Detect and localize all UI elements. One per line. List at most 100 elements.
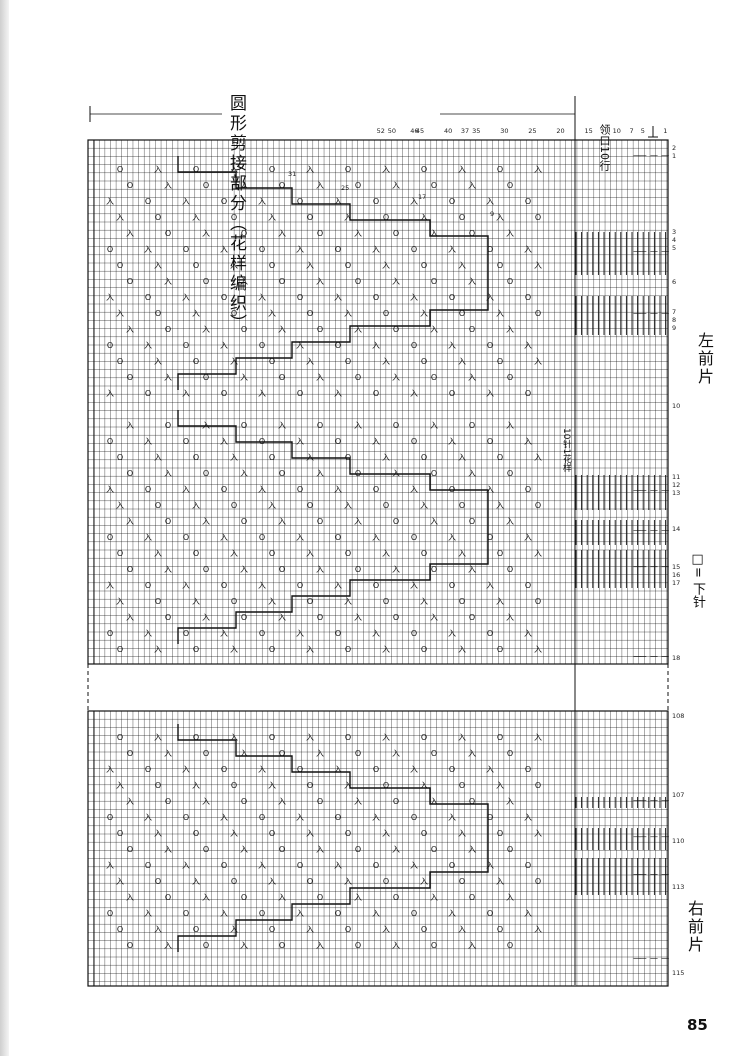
lace-stitch-symbol: 入 (534, 453, 542, 462)
lace-stitch-symbol: O (241, 517, 247, 526)
lace-stitch-symbol: 入 (524, 341, 532, 350)
purl-symbol: — (639, 796, 647, 805)
row-number: 15 (672, 563, 680, 571)
lace-stitch-symbol: 入 (278, 229, 286, 238)
lace-stitch-symbol: O (183, 813, 189, 822)
lace-stitch-symbol: O (221, 293, 227, 302)
column-number: 1 (663, 127, 667, 135)
lace-stitch-symbol: O (193, 261, 199, 270)
repeat-note: 10针1花样 (561, 428, 571, 473)
lace-stitch-symbol: O (127, 749, 133, 758)
lace-stitch-symbol: 入 (126, 517, 134, 526)
lace-stitch-symbol: 入 (192, 501, 200, 510)
lace-stitch-symbol: 入 (230, 645, 238, 654)
lace-stitch-symbol: O (373, 389, 379, 398)
lace-stitch-symbol: O (449, 861, 455, 870)
page-number: 85 (687, 1016, 708, 1034)
lace-stitch-symbol: 入 (296, 813, 304, 822)
lace-stitch-symbol: O (279, 749, 285, 758)
lace-stitch-symbol: 入 (116, 877, 124, 886)
lace-stitch-symbol: O (107, 341, 113, 350)
lace-stitch-symbol: O (107, 813, 113, 822)
lace-stitch-symbol: 入 (448, 909, 456, 918)
lace-stitch-symbol: O (497, 165, 503, 174)
lace-stitch-symbol: 入 (344, 501, 352, 510)
purl-symbol: — (650, 954, 658, 963)
purl-symbol: — (633, 151, 641, 160)
lace-stitch-symbol: O (487, 437, 493, 446)
lace-stitch-symbol: O (373, 581, 379, 590)
lace-stitch-symbol: O (127, 277, 133, 286)
lace-stitch-symbol: 入 (420, 213, 428, 222)
lace-stitch-symbol: 入 (278, 797, 286, 806)
row-number: 17 (672, 579, 680, 587)
lace-stitch-symbol: 入 (410, 581, 418, 590)
lace-stitch-symbol: O (487, 629, 493, 638)
lace-stitch-symbol: O (431, 845, 437, 854)
lace-stitch-symbol: O (259, 533, 265, 542)
purl-symbol: — (650, 151, 658, 160)
lace-stitch-symbol: O (469, 421, 475, 430)
lace-stitch-symbol: 入 (296, 629, 304, 638)
lace-stitch-symbol: 入 (534, 829, 542, 838)
lace-stitch-symbol: 入 (354, 421, 362, 430)
lace-stitch-symbol: O (165, 797, 171, 806)
lace-stitch-symbol: O (383, 501, 389, 510)
lace-stitch-symbol: O (259, 245, 265, 254)
row-number: 113 (672, 883, 684, 891)
lace-stitch-symbol: O (335, 245, 341, 254)
lace-stitch-symbol: O (279, 941, 285, 950)
lace-stitch-symbol: O (459, 213, 465, 222)
lace-stitch-symbol: 入 (230, 925, 238, 934)
purl-symbol: — (639, 562, 647, 571)
lace-stitch-symbol: 入 (154, 549, 162, 558)
lace-stitch-symbol: 入 (354, 797, 362, 806)
lace-stitch-symbol: O (393, 893, 399, 902)
lace-stitch-symbol: 入 (334, 197, 342, 206)
lace-stitch-symbol: 入 (486, 197, 494, 206)
lace-stitch-symbol: O (155, 501, 161, 510)
lace-stitch-symbol: 入 (220, 341, 228, 350)
purl-symbol: — (639, 526, 647, 535)
lace-stitch-symbol: 入 (382, 645, 390, 654)
lace-stitch-symbol: O (241, 797, 247, 806)
lace-stitch-symbol: 入 (382, 261, 390, 270)
lace-stitch-symbol: O (535, 213, 541, 222)
lace-stitch-symbol: O (421, 733, 427, 742)
purl-symbol: — (633, 526, 641, 535)
lace-stitch-symbol: O (525, 197, 531, 206)
lace-stitch-symbol: 入 (354, 229, 362, 238)
lace-stitch-symbol: O (307, 213, 313, 222)
lace-stitch-symbol: 入 (278, 893, 286, 902)
lace-stitch-symbol: O (393, 517, 399, 526)
lace-block-outline (177, 156, 489, 390)
lace-stitch-symbol: O (307, 877, 313, 886)
row-number: 3 (672, 228, 676, 236)
lace-stitch-symbol: 入 (116, 597, 124, 606)
lace-stitch-symbol: 入 (164, 469, 172, 478)
lace-stitch-symbol: O (355, 941, 361, 950)
lace-stitch-symbol: 入 (448, 245, 456, 254)
lace-stitch-symbol: O (145, 485, 151, 494)
lace-stitch-symbol: 入 (344, 597, 352, 606)
lace-stitch-symbol: 入 (230, 829, 238, 838)
lace-stitch-symbol: O (203, 845, 209, 854)
lace-stitch-symbol: 入 (524, 533, 532, 542)
lace-stitch-symbol: 入 (106, 861, 114, 870)
purl-symbol: — (633, 832, 641, 841)
lace-stitch-symbol: 入 (144, 629, 152, 638)
lace-stitch-symbol: O (355, 565, 361, 574)
lace-stitch-symbol: O (345, 261, 351, 270)
lace-stitch-symbol: 入 (154, 925, 162, 934)
lace-stitch-symbol: O (203, 277, 209, 286)
lace-block-outline (177, 724, 489, 952)
lace-stitch-symbol: O (165, 421, 171, 430)
lace-stitch-symbol: 入 (306, 357, 314, 366)
lace-stitch-symbol: 入 (372, 245, 380, 254)
legend-text: = 下针 (690, 567, 705, 609)
lace-stitch-symbol: 入 (430, 517, 438, 526)
purl-symbol: — (639, 652, 647, 661)
lace-stitch-symbol: 入 (410, 197, 418, 206)
row-number: 5 (672, 244, 676, 252)
row-number: 7 (672, 308, 676, 316)
